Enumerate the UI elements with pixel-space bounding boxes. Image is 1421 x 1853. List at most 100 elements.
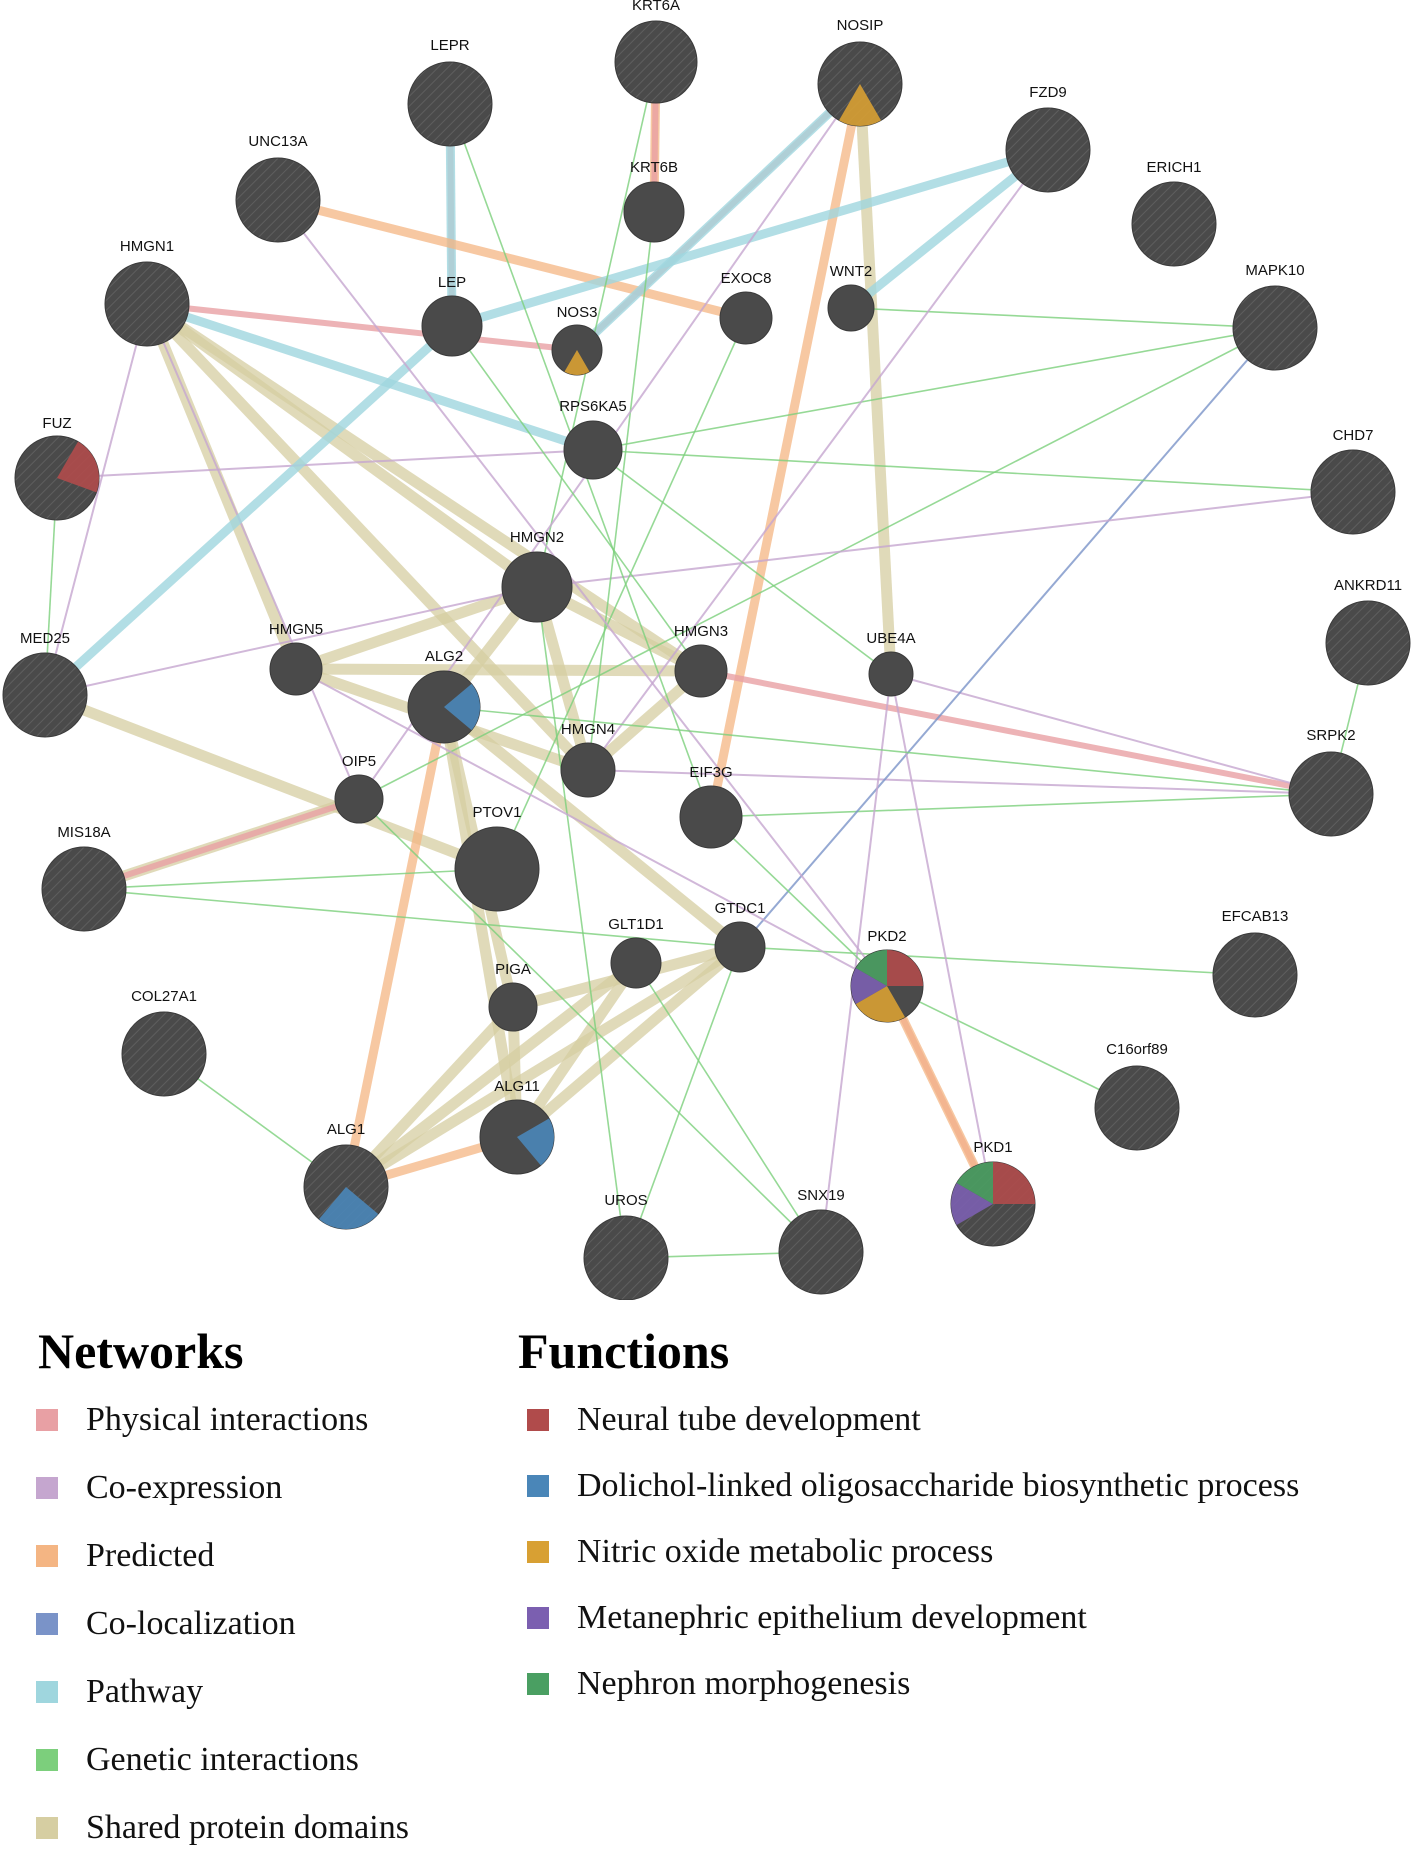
node-circle[interactable]: [454, 826, 540, 912]
node-erich1[interactable]: ERICH1: [1131, 159, 1217, 267]
node-circle[interactable]: [121, 1011, 207, 1097]
legend-swatch: [527, 1673, 549, 1695]
node-circle[interactable]: [1212, 932, 1298, 1018]
edge-alg2-alg1: [341, 706, 449, 1188]
node-ptov1[interactable]: PTOV1: [454, 804, 540, 912]
node-circle[interactable]: [679, 785, 743, 849]
node-label: LEPR: [430, 37, 469, 54]
node-circle[interactable]: [1094, 1065, 1180, 1151]
node-label: MAPK10: [1245, 262, 1304, 279]
node-mapk10[interactable]: MAPK10: [1232, 262, 1318, 371]
node-fzd9[interactable]: FZD9: [1005, 84, 1091, 193]
node-lepr[interactable]: LEPR: [407, 37, 493, 147]
node-hmgn5[interactable]: HMGN5: [269, 621, 323, 696]
node-mis18a[interactable]: MIS18A: [41, 824, 127, 932]
node-label: EFCAB13: [1222, 908, 1289, 925]
node-ube4a[interactable]: UBE4A: [866, 630, 916, 697]
node-glt1d1[interactable]: GLT1D1: [608, 916, 664, 989]
node-circle[interactable]: [778, 1209, 864, 1295]
node-circle[interactable]: [41, 846, 127, 932]
node-hmgn3[interactable]: HMGN3: [674, 623, 728, 698]
node-circle[interactable]: [421, 295, 483, 357]
node-med25[interactable]: MED25: [2, 630, 88, 738]
node-circle[interactable]: [827, 284, 875, 332]
node-circle[interactable]: [868, 651, 914, 697]
node-circle[interactable]: [501, 551, 573, 623]
node-snx19[interactable]: SNX19: [778, 1187, 864, 1295]
node-nos3[interactable]: NOS3: [551, 304, 603, 376]
edge-med25-ptov1: [43, 689, 499, 875]
edge-fzd9-lep: [450, 145, 1050, 331]
edge-mapk10-oip5: [358, 327, 1276, 800]
node-label: PTOV1: [473, 804, 522, 821]
node-eif3g[interactable]: EIF3G: [679, 764, 743, 849]
node-circle[interactable]: [614, 20, 698, 104]
node-circle[interactable]: [104, 261, 190, 347]
node-circle[interactable]: [1131, 181, 1217, 267]
node-hmgn2[interactable]: HMGN2: [501, 529, 573, 623]
node-circle[interactable]: [1288, 751, 1374, 837]
node-ankrd11[interactable]: ANKRD11: [1325, 577, 1411, 686]
node-krt6a[interactable]: KRT6A: [614, 0, 698, 104]
node-gtdc1[interactable]: GTDC1: [714, 900, 766, 973]
node-alg2[interactable]: ALG2: [407, 648, 481, 744]
node-circle[interactable]: [1325, 600, 1411, 686]
node-krt6b[interactable]: KRT6B: [623, 159, 685, 243]
legend-swatch: [527, 1409, 549, 1431]
node-circle[interactable]: [563, 420, 623, 480]
edge-alg1-gtdc1: [343, 942, 743, 1192]
node-label: CHD7: [1333, 427, 1374, 444]
node-oip5[interactable]: OIP5: [334, 753, 384, 824]
node-circle[interactable]: [583, 1215, 669, 1300]
node-circle[interactable]: [623, 181, 685, 243]
node-hmgn1[interactable]: HMGN1: [104, 238, 190, 347]
node-rps6ka5[interactable]: RPS6KA5: [559, 398, 627, 480]
node-alg11[interactable]: ALG11: [479, 1078, 555, 1175]
node-uros[interactable]: UROS: [583, 1192, 669, 1300]
node-circle[interactable]: [2, 652, 88, 738]
edge-glt1d1-snx19: [635, 962, 822, 1253]
node-chd7[interactable]: CHD7: [1310, 427, 1396, 535]
node-circle[interactable]: [488, 982, 538, 1032]
node-c16orf89[interactable]: C16orf89: [1094, 1041, 1180, 1151]
node-circle[interactable]: [610, 937, 662, 989]
node-wnt2[interactable]: WNT2: [827, 263, 875, 332]
node-label: GTDC1: [715, 900, 766, 917]
edge-fzd9-hmgn4: [587, 149, 1049, 771]
node-circle[interactable]: [407, 61, 493, 147]
node-circle[interactable]: [235, 157, 321, 243]
node-lep[interactable]: LEP: [421, 274, 483, 357]
node-col27a1[interactable]: COL27A1: [121, 988, 207, 1097]
edge-nosip-ube4a: [854, 83, 897, 675]
node-label: HMGN5: [269, 621, 323, 638]
function-slice: [993, 1162, 1035, 1204]
network-legend-item: Co-localization: [36, 1605, 296, 1643]
legend-swatch: [527, 1541, 549, 1563]
node-circle[interactable]: [334, 774, 384, 824]
node-circle[interactable]: [1005, 107, 1091, 193]
edge-hmgn5-pkd2: [295, 668, 888, 987]
function-slice: [851, 968, 887, 1004]
node-pkd2[interactable]: PKD2: [850, 928, 924, 1023]
node-piga[interactable]: PIGA: [488, 961, 538, 1032]
node-nosip[interactable]: NOSIP: [817, 17, 903, 127]
node-circle[interactable]: [719, 291, 773, 345]
node-circle[interactable]: [560, 742, 616, 798]
node-circle[interactable]: [1232, 285, 1318, 371]
node-alg1[interactable]: ALG1: [303, 1121, 389, 1230]
node-efcab13[interactable]: EFCAB13: [1212, 908, 1298, 1018]
node-circle[interactable]: [714, 921, 766, 973]
node-circle[interactable]: [1310, 449, 1396, 535]
node-circle[interactable]: [269, 642, 323, 696]
node-hmgn4[interactable]: HMGN4: [560, 721, 616, 798]
edge-hmgn1-hmgn3: [143, 299, 705, 676]
node-pkd1[interactable]: PKD1: [950, 1139, 1036, 1247]
edge-unc13a-exoc8: [276, 195, 748, 323]
node-circle[interactable]: [674, 644, 728, 698]
edge-lep-hmgn3: [451, 325, 702, 672]
node-exoc8[interactable]: EXOC8: [719, 270, 773, 345]
node-srpk2[interactable]: SRPK2: [1288, 727, 1374, 837]
node-unc13a[interactable]: UNC13A: [235, 133, 321, 243]
node-fuz[interactable]: FUZ: [14, 415, 100, 521]
node-label: EIF3G: [689, 764, 732, 781]
